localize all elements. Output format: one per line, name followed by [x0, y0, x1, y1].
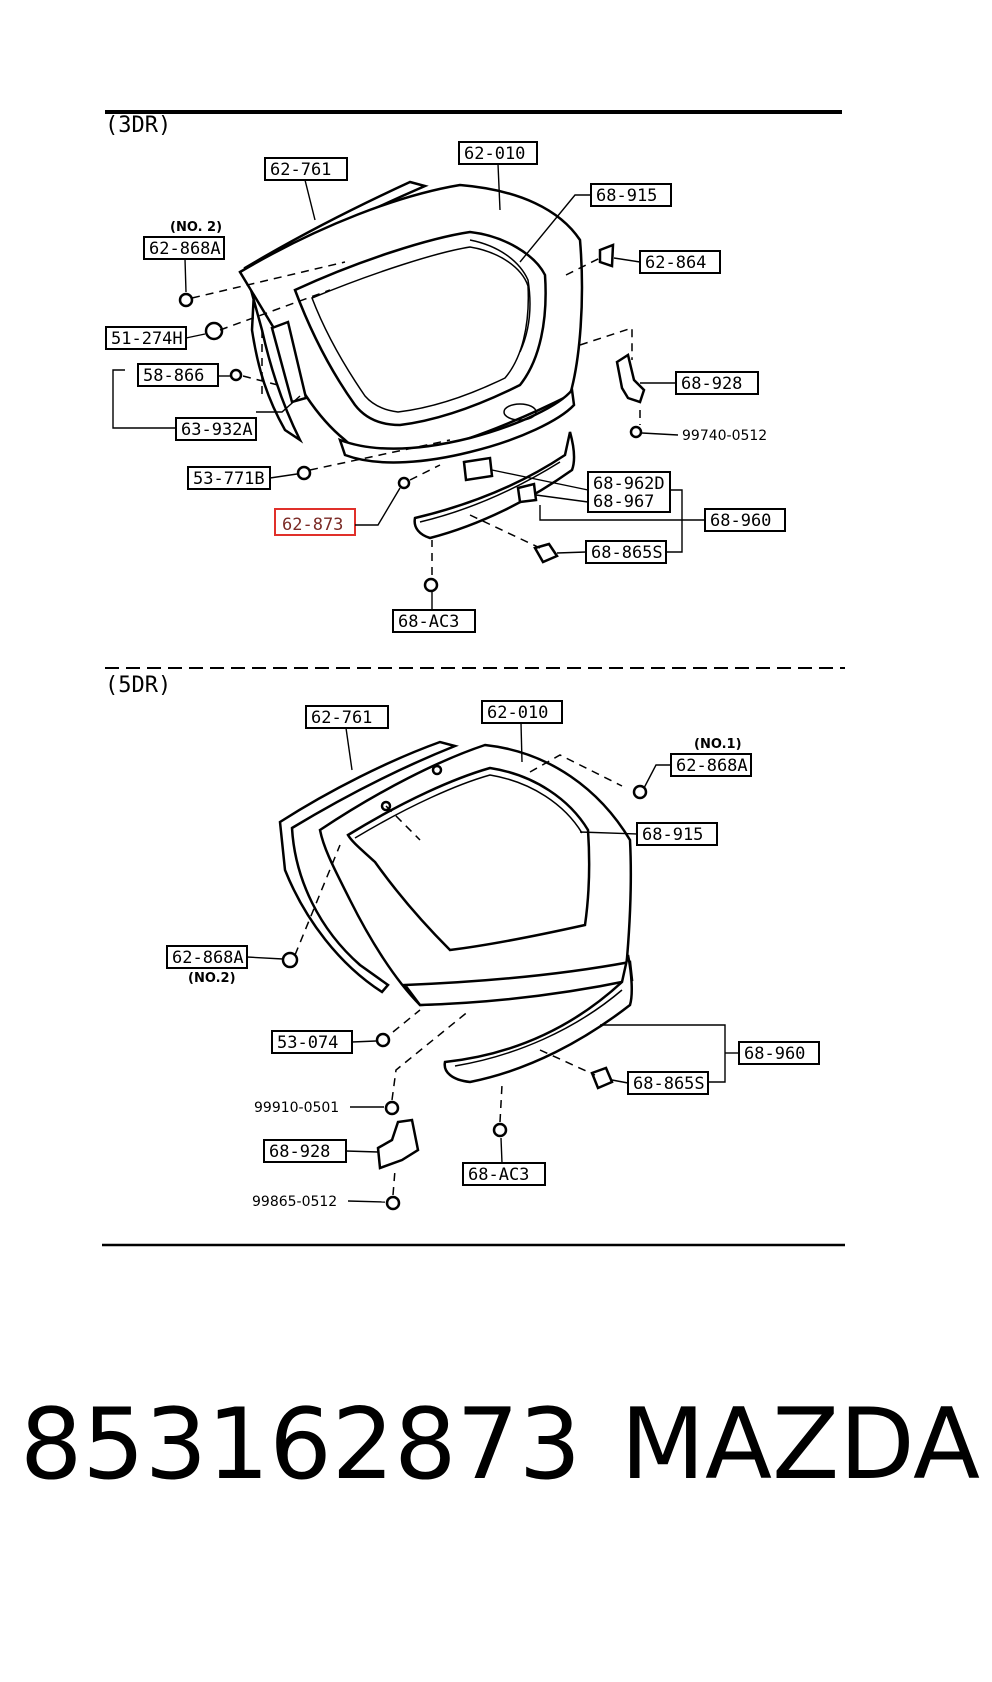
label-62-868a-5dr-top: 62-868A [676, 756, 748, 776]
label-62-868a-3dr: 62-868A [149, 239, 221, 259]
label-68-928-3dr: 68-928 [681, 374, 742, 394]
label-68-928-5dr: 68-928 [269, 1142, 330, 1162]
label-68-960-5dr: 68-960 [744, 1044, 805, 1064]
label-53-771b: 53-771B [193, 469, 265, 489]
label-99740-0512: 99740-0512 [682, 428, 767, 444]
liftgate-5dr [278, 740, 648, 1211]
callouts-5dr: 62-761 62-010 (NO.1) 62-868A 68-915 62-8… [166, 700, 820, 1210]
part-number: 853162873 [20, 1388, 582, 1502]
label-62-761-5dr: 62-761 [311, 708, 372, 728]
label-68-865s-3dr: 68-865S [591, 543, 663, 563]
label-no2-3dr: (NO. 2) [170, 220, 222, 235]
footer: 853162873 MAZDA [20, 1375, 980, 1515]
label-99910-0501: 99910-0501 [254, 1100, 339, 1116]
label-62-873-highlighted: 62-873 [282, 515, 343, 535]
label-68-915: 68-915 [596, 186, 657, 206]
dashes-5dr [294, 754, 623, 1196]
label-62-864: 62-864 [645, 253, 706, 273]
label-99865-0512: 99865-0512 [252, 1194, 337, 1210]
callouts-3dr: 62-761 62-010 68-915 62-864 (NO. 2) 62-8… [105, 141, 786, 633]
liftgate-3dr [178, 180, 646, 593]
highlight-box-62-873 [274, 508, 356, 536]
label-62-010: 62-010 [464, 144, 525, 164]
label-62-761: 62-761 [270, 160, 331, 180]
label-58-866: 58-866 [143, 366, 204, 386]
label-68-865s-5dr: 68-865S [633, 1074, 705, 1094]
section-label-3dr: (3DR) [105, 113, 171, 138]
label-68-960-3dr: 68-960 [710, 511, 771, 531]
label-63-932a: 63-932A [181, 420, 253, 440]
label-no1-5dr: (NO.1) [694, 737, 742, 752]
label-68-ac3-3dr: 68-AC3 [398, 612, 459, 632]
label-68-ac3-5dr: 68-AC3 [468, 1165, 529, 1185]
brand-name: MAZDA [620, 1388, 980, 1502]
label-68-962d: 68-962D [593, 474, 665, 494]
label-53-074: 53-074 [277, 1033, 338, 1053]
section-label-5dr: (5DR) [105, 673, 171, 698]
label-62-868a-5dr-left: 62-868A [172, 948, 244, 968]
label-68-967: 68-967 [593, 492, 654, 512]
label-62-010-5dr: 62-010 [487, 703, 548, 723]
label-51-274h: 51-274H [111, 329, 183, 349]
label-68-915-5dr: 68-915 [642, 825, 703, 845]
label-no2-5dr: (NO.2) [188, 971, 236, 986]
dashes-3dr [191, 257, 641, 575]
